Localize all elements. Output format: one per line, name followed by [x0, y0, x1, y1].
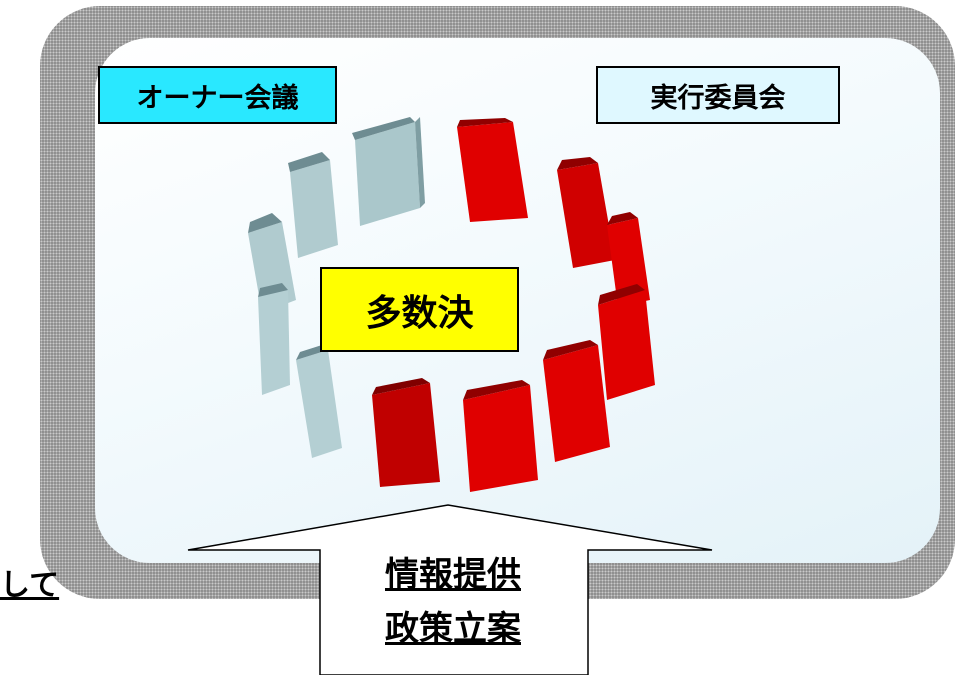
- owners-meeting-label: オーナー会議: [98, 66, 337, 124]
- executive-seat: [598, 284, 655, 400]
- executive-seat: [457, 118, 528, 222]
- owner-seat: [258, 283, 290, 395]
- executive-seat: [607, 212, 650, 307]
- owner-seat: [352, 117, 425, 226]
- majority-vote-label: 多数決: [320, 267, 519, 352]
- executive-seat: [463, 380, 538, 492]
- executive-seat: [372, 378, 440, 487]
- executive-seat: [557, 157, 615, 268]
- executive-seat: [543, 340, 610, 462]
- callout-line-policy: 政策立案: [385, 609, 521, 649]
- partial-caption: して: [0, 568, 60, 603]
- callout-line-info: 情報提供: [385, 555, 521, 595]
- callout-text: 情報提供 政策立案: [318, 548, 588, 656]
- executive-committee-label: 実行委員会: [596, 66, 840, 124]
- owner-seat: [288, 152, 338, 258]
